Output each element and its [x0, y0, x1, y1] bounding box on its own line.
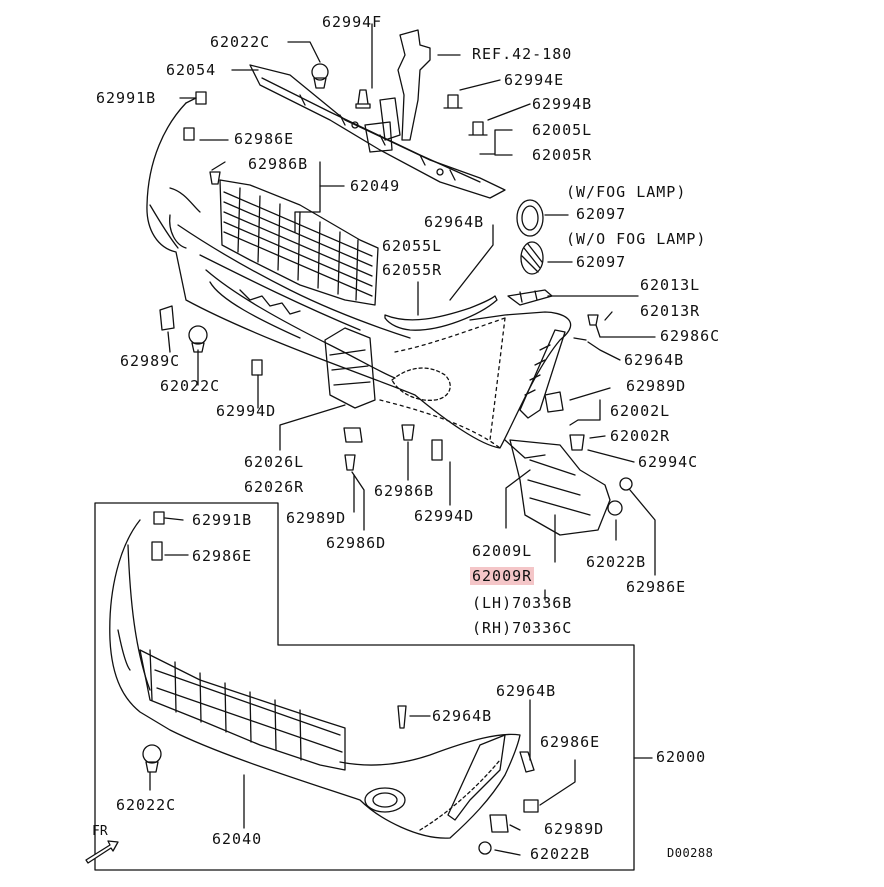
part-label-62989D-a[interactable]: 62989D [626, 377, 687, 395]
part-label-62994C[interactable]: 62994C [638, 453, 699, 471]
part-label-62986C[interactable]: 62986C [660, 327, 721, 345]
part-label-62097-b[interactable]: 62097 [576, 253, 627, 271]
part-label-62991B[interactable]: 62991B [96, 89, 157, 107]
air-guide [324, 327, 376, 409]
front-direction-arrow [85, 840, 119, 864]
part-label-62986E-b[interactable]: 62986E [192, 547, 253, 565]
part-label-62005R[interactable]: 62005R [532, 146, 593, 164]
part-label-62989C[interactable]: 62989C [120, 352, 181, 370]
part-label-62055R[interactable]: 62055R [382, 261, 443, 279]
upper-support-bar [249, 64, 506, 199]
part-label-62097-a[interactable]: 62097 [576, 205, 627, 223]
reference-label[interactable]: REF.42-180 [472, 45, 573, 63]
fog-lamp-bezels [516, 199, 544, 275]
diagram-code: D00288 [667, 846, 714, 860]
part-label-62049[interactable]: 62049 [350, 177, 401, 195]
part-label-62964B-a[interactable]: 62964B [424, 213, 485, 231]
bumper-cover-upper [146, 97, 572, 449]
part-label-62022C-b[interactable]: 62022C [116, 796, 177, 814]
highlighted-part-text: 62009R [470, 567, 535, 585]
part-label-62022B-a[interactable]: 62022B [586, 553, 647, 571]
part-label-62994E[interactable]: 62994E [504, 71, 565, 89]
part-label-62000[interactable]: 62000 [656, 748, 707, 766]
part-label-62022B-b[interactable]: 62022B [530, 845, 591, 863]
part-label-62040[interactable]: 62040 [212, 830, 263, 848]
part-label-62013R[interactable]: 62013R [640, 302, 701, 320]
part-label-62009L[interactable]: 62009L [472, 542, 533, 560]
part-label-62986E-d[interactable]: 62986E [540, 733, 601, 751]
note-with-fog-lamp: (W/FOG LAMP) [566, 183, 687, 201]
part-label-62989D-b[interactable]: 62989D [286, 509, 347, 527]
part-label-rh-70336C[interactable]: (RH)70336C [472, 619, 573, 637]
part-label-62994B[interactable]: 62994B [532, 95, 593, 113]
part-label-62989D-c[interactable]: 62989D [544, 820, 605, 838]
side-retainer [519, 329, 566, 419]
part-label-62986D[interactable]: 62986D [326, 534, 387, 552]
part-label-62986E-c[interactable]: 62986E [626, 578, 687, 596]
part-label-62009R-highlighted[interactable]: 62009R [470, 567, 535, 585]
part-label-lh-70336B[interactable]: (LH)70336B [472, 594, 573, 612]
part-label-62994D-b[interactable]: 62994D [414, 507, 475, 525]
part-label-62026L[interactable]: 62026L [244, 453, 305, 471]
part-label-62964B-c[interactable]: 62964B [496, 682, 557, 700]
part-label-62986E[interactable]: 62986E [234, 130, 295, 148]
radiator-support-bracket [364, 29, 431, 153]
part-label-62994F[interactable]: 62994F [322, 13, 383, 31]
part-label-62026R[interactable]: 62026R [244, 478, 305, 496]
fasteners [142, 63, 633, 855]
part-label-62964B-d[interactable]: 62964B [432, 707, 493, 725]
side-bracket-62013 [507, 289, 553, 306]
grille [219, 179, 379, 306]
part-label-62013L[interactable]: 62013L [640, 276, 701, 294]
part-label-62986B[interactable]: 62986B [248, 155, 309, 173]
bumper-lower [109, 519, 521, 839]
part-label-62055L[interactable]: 62055L [382, 237, 443, 255]
leader-lines [94, 23, 656, 871]
note-without-fog-lamp: (W/O FOG LAMP) [566, 230, 707, 248]
part-label-62002L[interactable]: 62002L [610, 402, 671, 420]
part-label-62964B-b[interactable]: 62964B [624, 351, 685, 369]
part-label-62994D-a[interactable]: 62994D [216, 402, 277, 420]
part-label-62022C[interactable]: 62022C [210, 33, 271, 51]
lower-bracket-62009 [504, 439, 611, 536]
part-label-62022C-mid[interactable]: 62022C [160, 377, 221, 395]
part-label-62005L[interactable]: 62005L [532, 121, 593, 139]
part-label-62986B-b[interactable]: 62986B [374, 482, 435, 500]
front-direction-label: FR [92, 824, 108, 839]
part-label-62002R[interactable]: 62002R [610, 427, 671, 445]
grille-garnish [384, 295, 498, 331]
part-label-62054[interactable]: 62054 [166, 61, 217, 79]
part-label-62991B-b[interactable]: 62991B [192, 511, 253, 529]
